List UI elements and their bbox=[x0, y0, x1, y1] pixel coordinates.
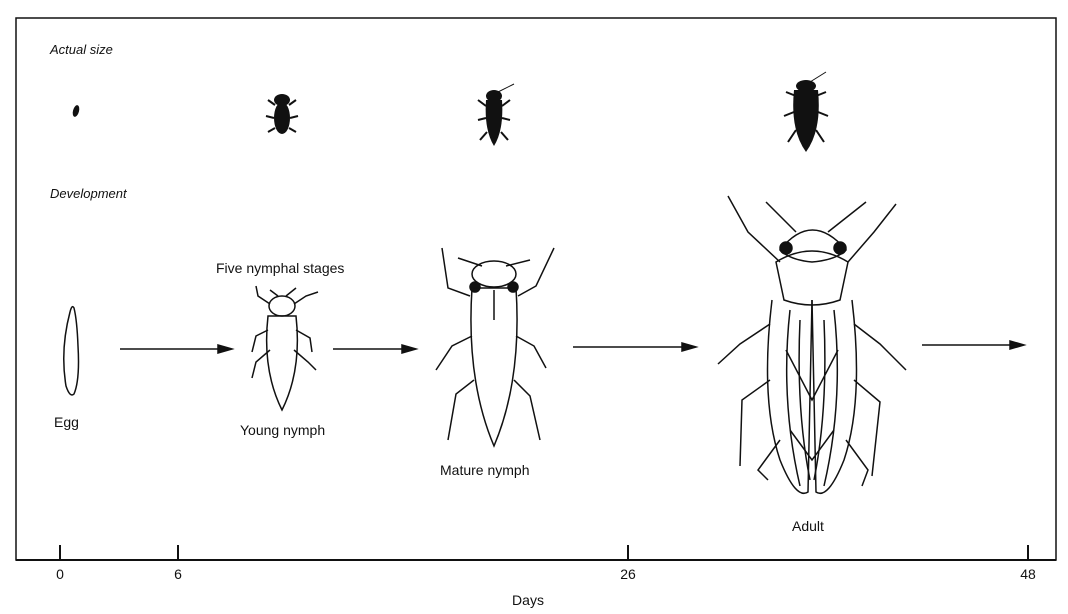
actual-size-egg-silhouette bbox=[72, 104, 81, 117]
egg-label: Egg bbox=[54, 414, 79, 430]
development-heading: Development bbox=[50, 186, 127, 201]
actual-size-heading: Actual size bbox=[50, 42, 113, 57]
adult-drawing bbox=[718, 196, 906, 493]
tick-label-26: 26 bbox=[620, 566, 636, 582]
actual-size-mature-nymph-silhouette bbox=[478, 84, 514, 146]
nymphal-stages-note: Five nymphal stages bbox=[216, 260, 344, 276]
tick-label-6: 6 bbox=[174, 566, 182, 582]
mature-nymph-drawing bbox=[436, 248, 554, 446]
figure-frame bbox=[16, 18, 1056, 560]
young-nymph-drawing bbox=[252, 286, 318, 410]
tick-label-48: 48 bbox=[1020, 566, 1036, 582]
tick-label-0: 0 bbox=[56, 566, 64, 582]
arrow-egg-to-young-nymph bbox=[120, 345, 232, 353]
arrow-mature-nymph-to-adult bbox=[573, 343, 696, 351]
mature-nymph-label: Mature nymph bbox=[440, 462, 529, 478]
days-axis-label: Days bbox=[512, 592, 544, 608]
actual-size-young-nymph-silhouette bbox=[266, 94, 298, 134]
arrow-young-to-mature-nymph bbox=[333, 345, 416, 353]
adult-label: Adult bbox=[792, 518, 824, 534]
actual-size-adult-silhouette bbox=[784, 72, 828, 152]
egg-drawing bbox=[64, 307, 79, 395]
young-nymph-label: Young nymph bbox=[240, 422, 325, 438]
arrow-adult-onward bbox=[922, 341, 1024, 349]
